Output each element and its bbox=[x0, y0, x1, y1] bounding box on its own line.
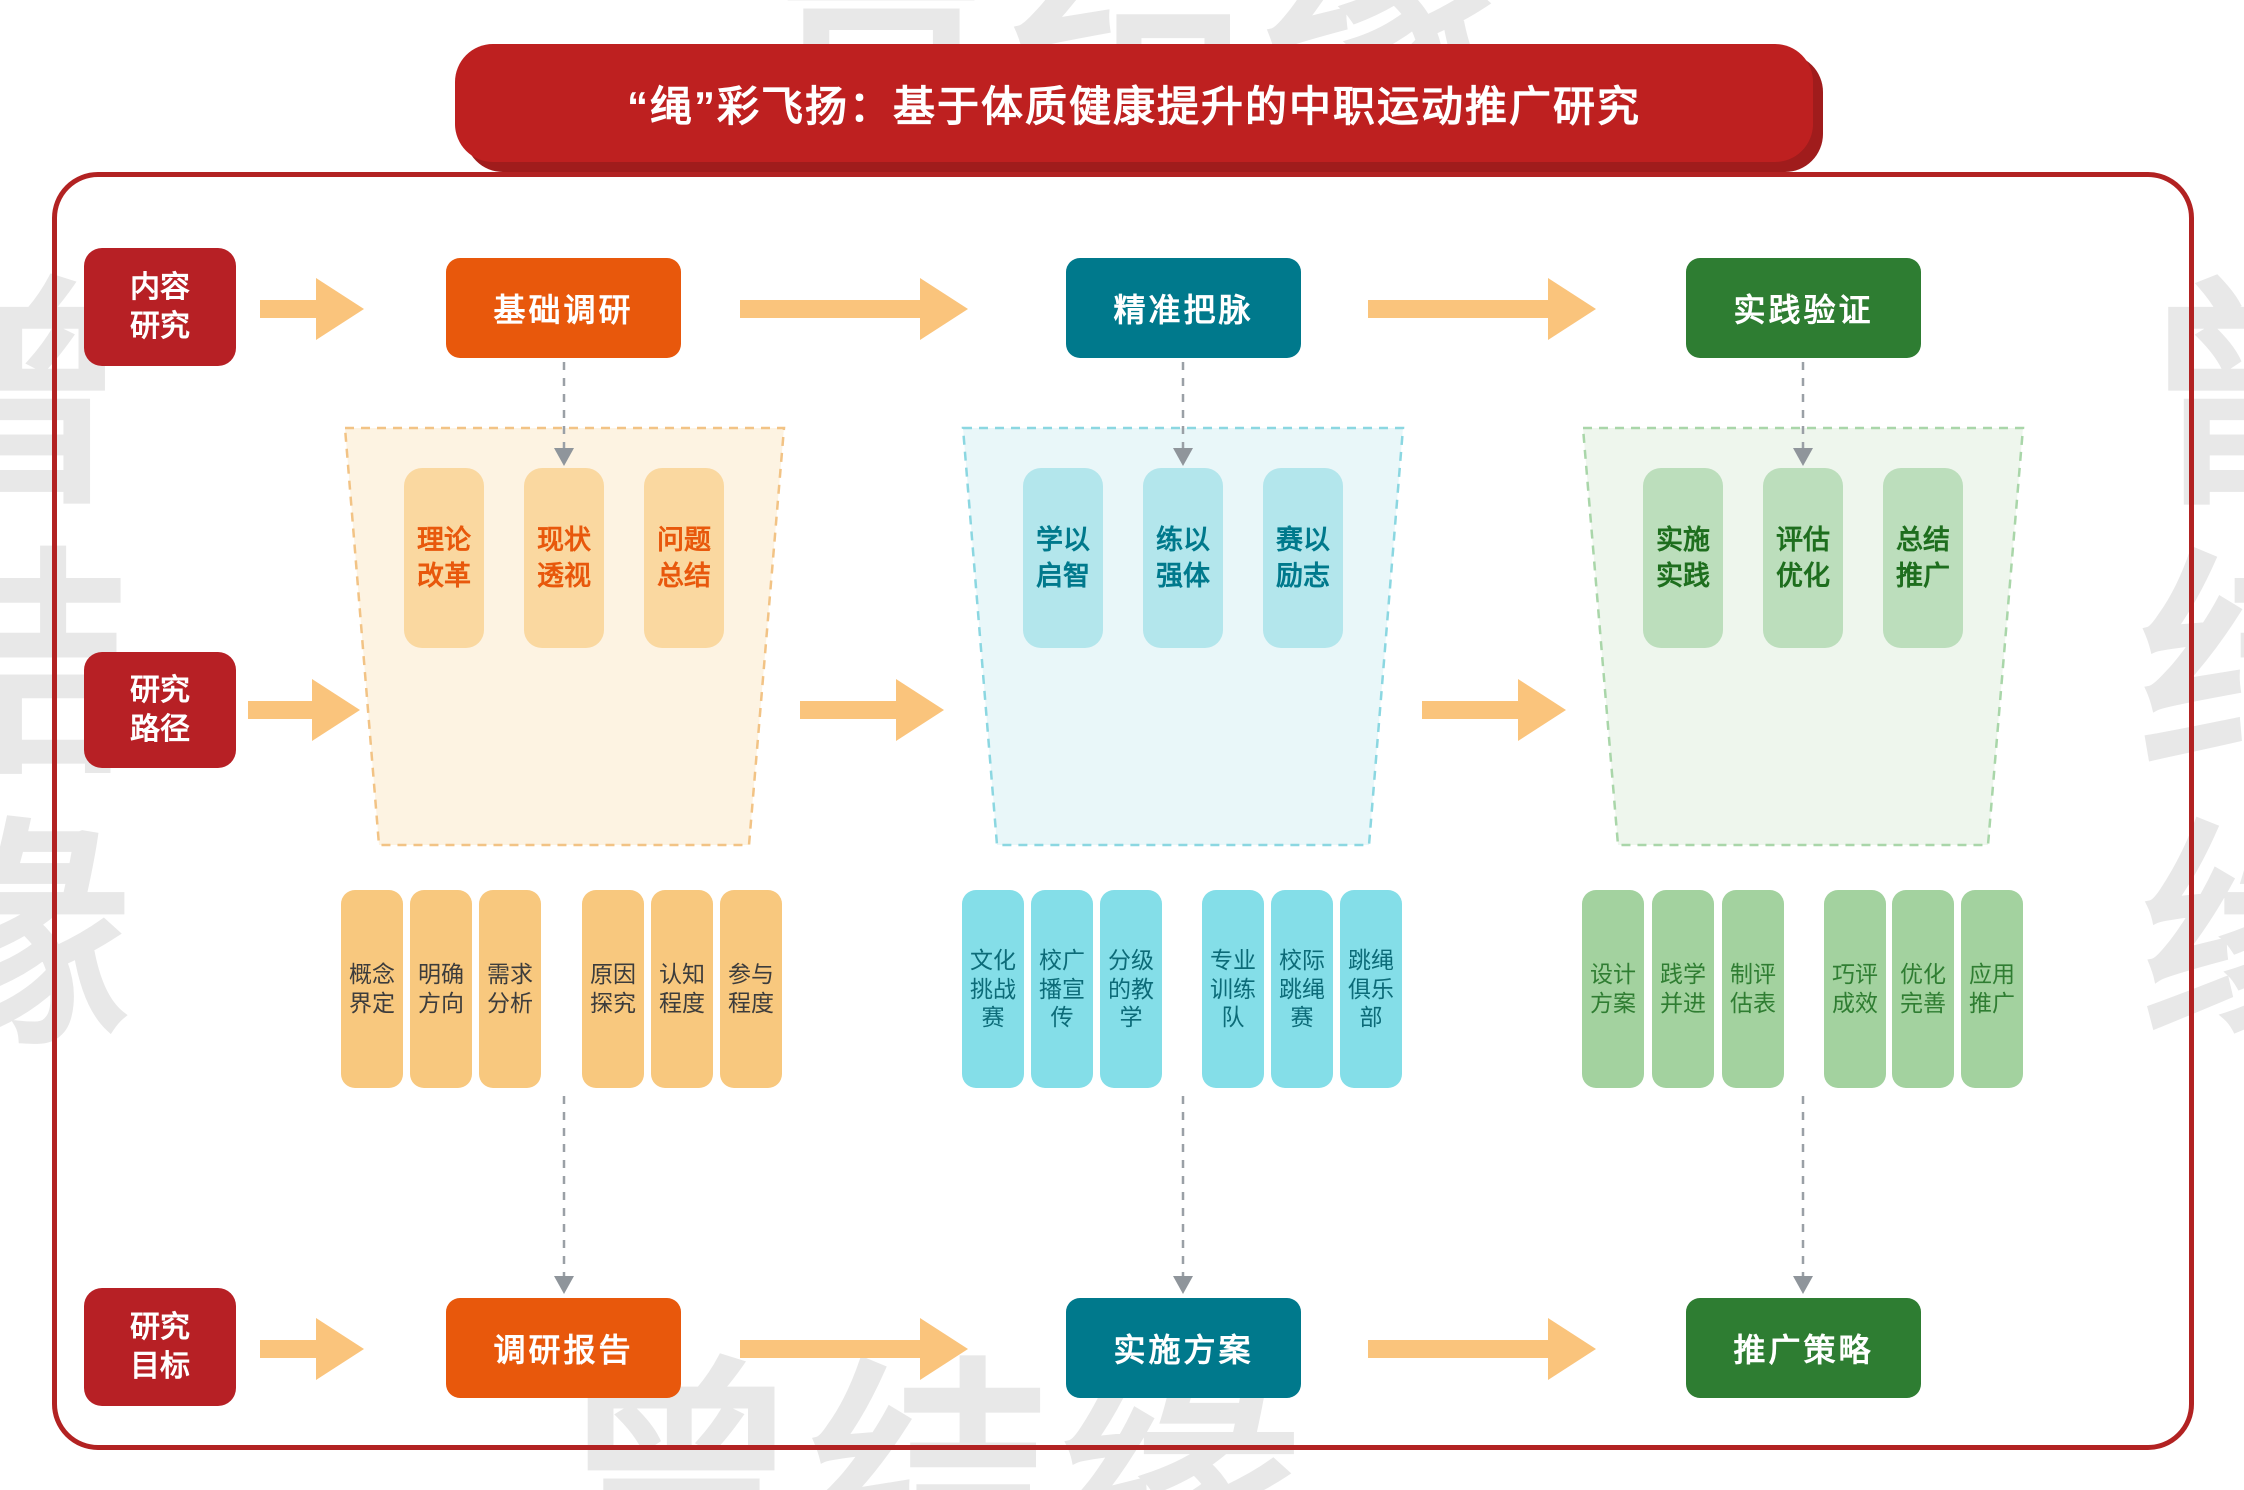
outcome-box-promotion-strategy: 推广策略 bbox=[1686, 1298, 1921, 1398]
arrow-head bbox=[920, 278, 968, 340]
detail-pill: 分级 的教 学 bbox=[1100, 890, 1162, 1088]
arrow-shaft bbox=[1422, 701, 1518, 719]
stage-box-precise-diagnosis: 精准把脉 bbox=[1066, 258, 1301, 358]
detail-pill: 制评 估表 bbox=[1722, 890, 1784, 1088]
arrow-shaft bbox=[1368, 1340, 1548, 1358]
trap-pill: 练以 强体 bbox=[1143, 468, 1223, 648]
detail-pill: 明确 方向 bbox=[410, 890, 472, 1088]
flow-arrow-right-icon bbox=[260, 1318, 364, 1380]
arrow-shaft bbox=[248, 701, 312, 719]
arrow-shaft bbox=[800, 701, 896, 719]
flow-arrow-right-icon bbox=[740, 278, 968, 340]
arrow-shaft bbox=[260, 300, 316, 318]
trap-pill: 赛以 励志 bbox=[1263, 468, 1343, 648]
row-label-research-goal: 研究 目标 bbox=[84, 1288, 236, 1406]
detail-pill: 应用 推广 bbox=[1961, 890, 2023, 1088]
arrow-head bbox=[312, 679, 360, 741]
flow-arrow-right-icon bbox=[248, 679, 360, 741]
detail-pill: 参与 程度 bbox=[720, 890, 782, 1088]
trap-pill: 评估 优化 bbox=[1763, 468, 1843, 648]
detail-pill: 文化 挑战 赛 bbox=[962, 890, 1024, 1088]
detail-pill: 原因 探究 bbox=[582, 890, 644, 1088]
arrow-head bbox=[920, 1318, 968, 1380]
flow-arrow-right-icon bbox=[740, 1318, 968, 1380]
arrow-head bbox=[316, 278, 364, 340]
flow-arrow-right-icon bbox=[1368, 278, 1596, 340]
arrow-head bbox=[1548, 1318, 1596, 1380]
detail-pill: 校广 播宣 传 bbox=[1031, 890, 1093, 1088]
detail-pill: 认知 程度 bbox=[651, 890, 713, 1088]
arrow-shaft bbox=[740, 300, 920, 318]
detail-pill: 优化 完善 bbox=[1892, 890, 1954, 1088]
stage-box-practice-verification: 实践验证 bbox=[1686, 258, 1921, 358]
detail-pill: 跳绳 俱乐 部 bbox=[1340, 890, 1402, 1088]
down-arrow-icon bbox=[554, 448, 574, 466]
arrow-head bbox=[896, 679, 944, 741]
stage-box-basic-survey: 基础调研 bbox=[446, 258, 681, 358]
down-arrow-icon bbox=[1793, 448, 1813, 466]
trap-pill: 现状 透视 bbox=[524, 468, 604, 648]
detail-pill: 需求 分析 bbox=[479, 890, 541, 1088]
arrow-shaft bbox=[260, 1340, 316, 1358]
down-arrow-icon bbox=[554, 1276, 574, 1294]
page-title: “绳”彩飞扬：基于体质健康提升的中职运动推广研究 bbox=[626, 82, 1641, 130]
flow-arrow-right-icon bbox=[1422, 679, 1566, 741]
trap-pill: 问题 总结 bbox=[644, 468, 724, 648]
watermark-right: 曾结缘 bbox=[2106, 270, 2244, 1080]
trap-pill: 总结 推广 bbox=[1883, 468, 1963, 648]
flow-arrow-right-icon bbox=[800, 679, 944, 741]
row-label-research-path: 研究 路径 bbox=[84, 652, 236, 768]
title-banner: “绳”彩飞扬：基于体质健康提升的中职运动推广研究 bbox=[455, 44, 1813, 162]
down-arrow-icon bbox=[1173, 1276, 1193, 1294]
detail-pill: 校际 跳绳 赛 bbox=[1271, 890, 1333, 1088]
down-arrow-icon bbox=[1173, 448, 1193, 466]
down-arrow-icon bbox=[1793, 1276, 1813, 1294]
arrow-head bbox=[1548, 278, 1596, 340]
arrow-head bbox=[316, 1318, 364, 1380]
trap-pill: 理论 改革 bbox=[404, 468, 484, 648]
detail-pill: 专业 训练 队 bbox=[1202, 890, 1264, 1088]
outcome-box-survey-report: 调研报告 bbox=[446, 1298, 681, 1398]
row-label-content-research: 内容 研究 bbox=[84, 248, 236, 366]
trap-pill: 实施 实践 bbox=[1643, 468, 1723, 648]
detail-pill: 践学 并进 bbox=[1652, 890, 1714, 1088]
detail-pill: 设计 方案 bbox=[1582, 890, 1644, 1088]
arrow-shaft bbox=[740, 1340, 920, 1358]
arrow-head bbox=[1518, 679, 1566, 741]
outcome-box-implementation-plan: 实施方案 bbox=[1066, 1298, 1301, 1398]
detail-pill: 概念 界定 bbox=[341, 890, 403, 1088]
flow-arrow-right-icon bbox=[1368, 1318, 1596, 1380]
arrow-shaft bbox=[1368, 300, 1548, 318]
main-panel bbox=[52, 172, 2194, 1450]
detail-pill: 巧评 成效 bbox=[1824, 890, 1886, 1088]
flow-arrow-right-icon bbox=[260, 278, 364, 340]
trap-pill: 学以 启智 bbox=[1023, 468, 1103, 648]
